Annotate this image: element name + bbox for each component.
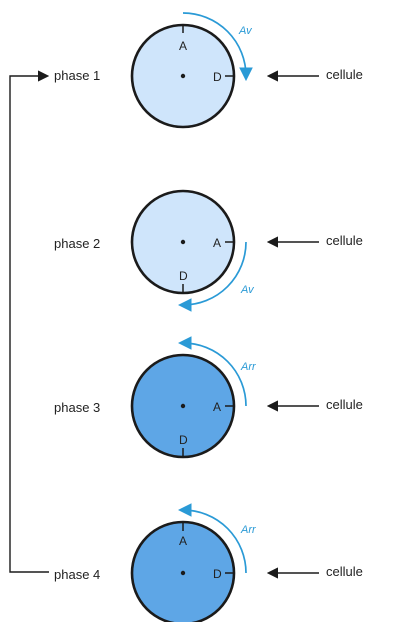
phase-3-center-dot (181, 404, 185, 408)
phase-2-point-a: A (213, 236, 221, 250)
phase-4-group: phase 4 A D Arr cellule (54, 510, 363, 622)
phase-2-label: phase 2 (54, 236, 100, 251)
phase-1-point-d: D (213, 70, 222, 84)
phase-2-center-dot (181, 240, 185, 244)
phase-4-center-dot (181, 571, 185, 575)
phase-3-cell-label: cellule (326, 397, 363, 412)
phase-2-point-d: D (179, 269, 188, 283)
phase-2-cell-label: cellule (326, 233, 363, 248)
phase-3-label: phase 3 (54, 400, 100, 415)
phase-4-arrow-label: Arr (240, 524, 257, 536)
phase-3-arrow-label: Arr (240, 361, 257, 373)
phase-1-point-a: A (179, 39, 187, 53)
phase-3-group: phase 3 A D Arr cellule (54, 343, 363, 457)
phase-3-point-a: A (213, 400, 221, 414)
phase-4-label: phase 4 (54, 567, 100, 582)
phase-1-cell-label: cellule (326, 67, 363, 82)
phase-4-point-a: A (179, 534, 187, 548)
phase-2-group: phase 2 A D Av cellule (54, 191, 363, 305)
phase-4-cell-label: cellule (326, 564, 363, 579)
phase-3-point-d: D (179, 433, 188, 447)
phase-1-group: phase 1 A D Av cellule (54, 13, 363, 127)
phase-1-label: phase 1 (54, 68, 100, 83)
phase-1-arrow-label: Av (238, 25, 253, 37)
phase-4-point-d: D (213, 567, 222, 581)
phase-2-arrow-label: Av (240, 284, 255, 296)
cycle-bracket (10, 76, 49, 572)
phase-1-center-dot (181, 74, 185, 78)
